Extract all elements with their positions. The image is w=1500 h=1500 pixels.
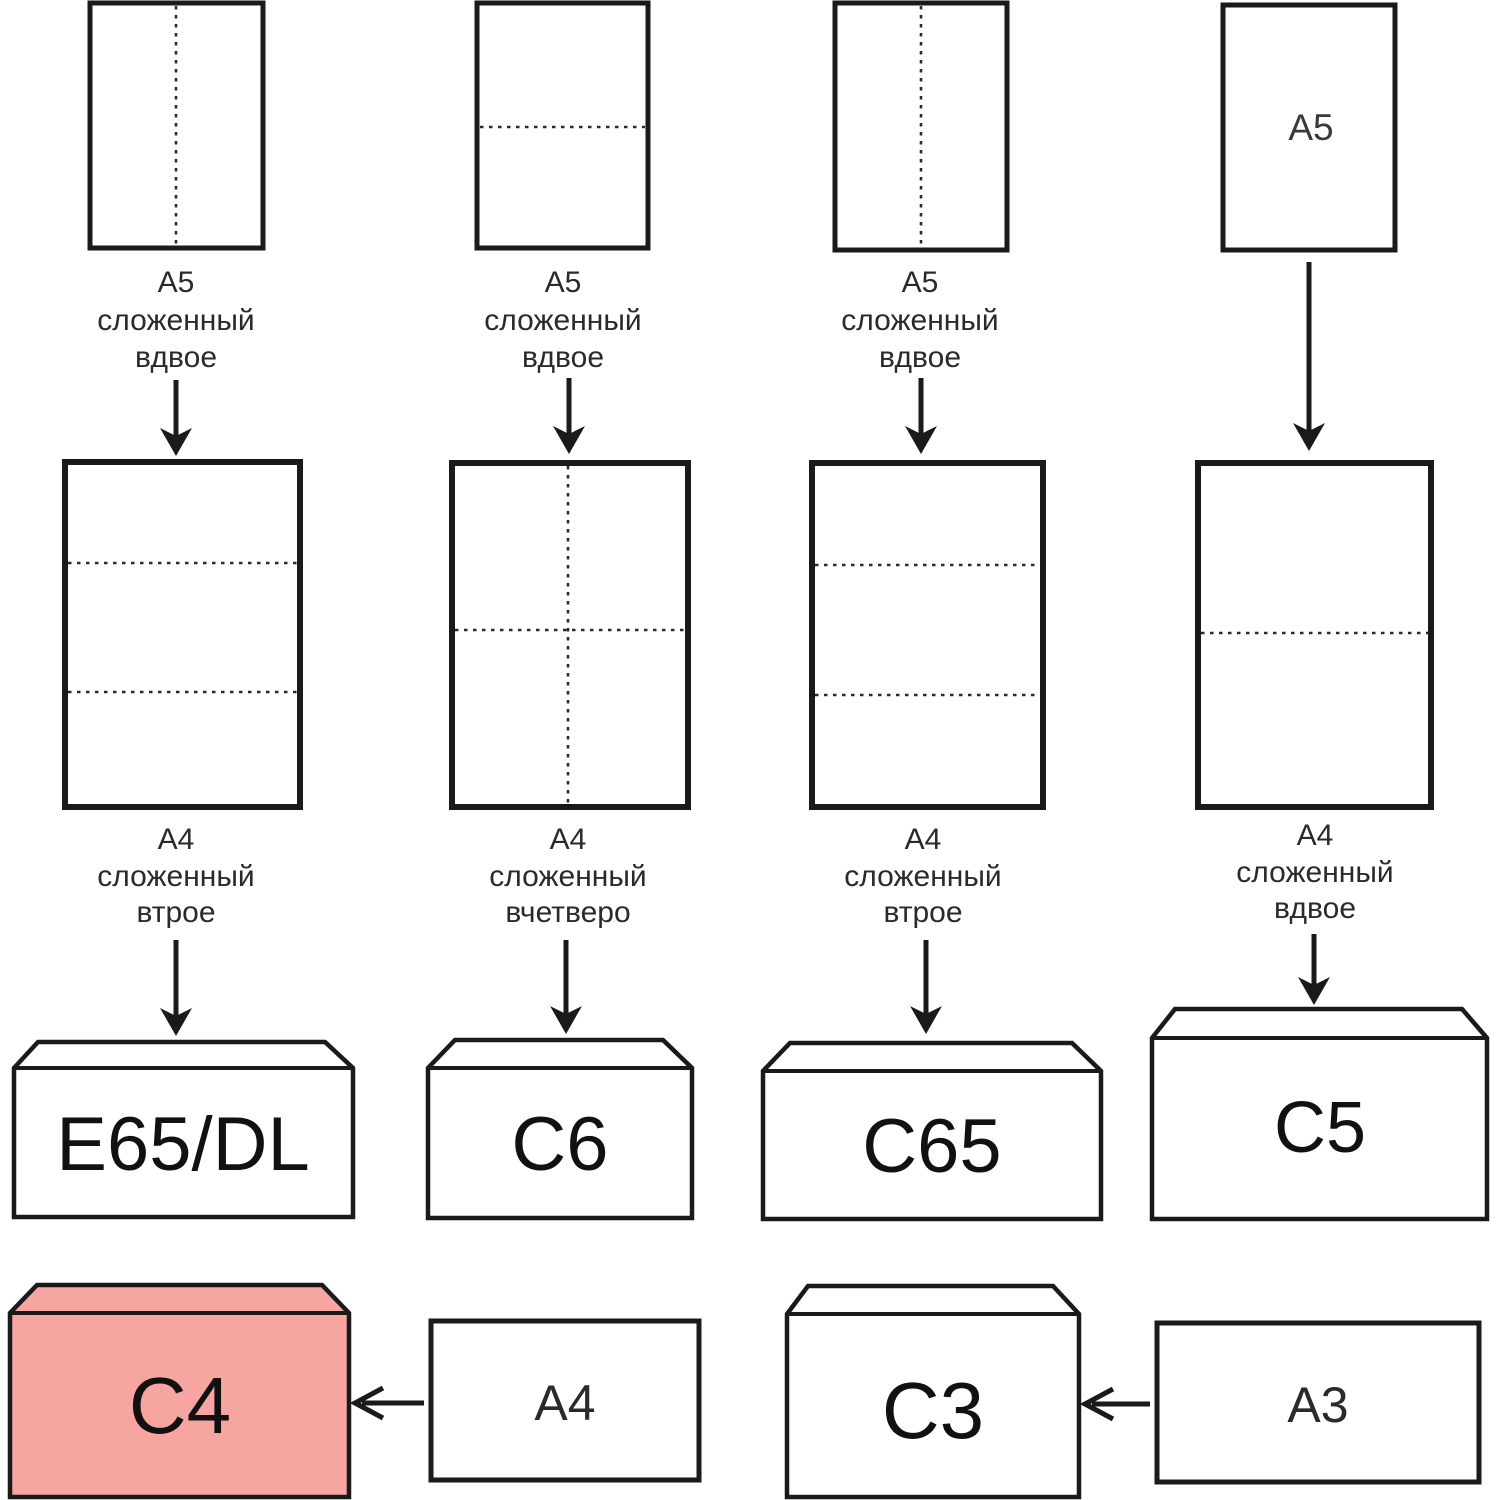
caption-line: сложенный xyxy=(484,304,641,337)
arrow-down-head xyxy=(550,1006,582,1034)
caption-line: А5 xyxy=(902,266,939,299)
caption-line: вдвое xyxy=(1274,892,1356,925)
caption-line: сложенный xyxy=(844,860,1001,893)
sheet-label: A5 xyxy=(1288,107,1333,148)
column-3: А5 сложенный вдвое А4 сложенный втрое C6… xyxy=(760,0,1104,1222)
arrow-down-head xyxy=(1298,977,1330,1005)
caption-line: сложенный xyxy=(1236,856,1393,889)
caption-line: А4 xyxy=(550,823,587,856)
caption-line: А5 xyxy=(545,266,582,299)
caption-line: втрое xyxy=(883,896,962,929)
arrow-down-head xyxy=(553,426,585,454)
caption-line: сложенный xyxy=(489,860,646,893)
envelope-label: C6 xyxy=(511,1102,608,1187)
arrow-left-head xyxy=(349,1385,385,1421)
caption-line: сложенный xyxy=(97,860,254,893)
arrow-down-head xyxy=(1293,423,1325,451)
a5-sheet-plain xyxy=(1220,2,1398,253)
sheet-label: A4 xyxy=(534,1375,595,1431)
envelope-label: C3 xyxy=(882,1366,984,1455)
column-4: A5 А4 сложенный вдвое C5 xyxy=(1149,2,1490,1222)
envelope-label: C65 xyxy=(862,1104,1001,1189)
caption-line: сложенный xyxy=(841,304,998,337)
caption-line: А4 xyxy=(158,823,195,856)
a4-sheet-thirds-fold xyxy=(809,460,1046,810)
a5-sheet-horizontal-fold xyxy=(474,0,651,251)
column-2: А5 сложенный вдвое А4 сложенный вчетверо… xyxy=(425,0,695,1221)
caption-line: вдвое xyxy=(522,341,604,374)
arrow-down-head xyxy=(160,428,192,456)
a4-sheet-quarters-fold xyxy=(449,460,691,810)
caption-line: вдвое xyxy=(879,341,961,374)
column-1: А5 сложенный вдвое А4 сложенный втрое E6… xyxy=(11,0,356,1220)
caption-line: втрое xyxy=(136,896,215,929)
sheet-label: A3 xyxy=(1287,1377,1348,1433)
caption-line: вчетверо xyxy=(505,896,630,929)
envelope-label: C4 xyxy=(129,1361,231,1450)
caption-line: А5 xyxy=(158,266,195,299)
arrow-down-head xyxy=(905,426,937,454)
caption-line: А4 xyxy=(905,823,942,856)
arrow-left-head xyxy=(1079,1386,1115,1422)
caption-line: А4 xyxy=(1297,819,1334,852)
a3-sheet-flat xyxy=(1154,1320,1482,1485)
a4-sheet-flat xyxy=(428,1318,702,1483)
bottom-row: C4 A4 C3 A3 xyxy=(7,1282,1482,1500)
envelope-label: E65/DL xyxy=(56,1102,310,1187)
a4-sheet-thirds-fold xyxy=(62,459,303,810)
a4-sheet-half-fold xyxy=(1195,460,1434,810)
envelope-label: C5 xyxy=(1274,1088,1366,1168)
caption-line: вдвое xyxy=(135,341,217,374)
caption-line: сложенный xyxy=(97,304,254,337)
arrow-down-head xyxy=(160,1008,192,1036)
arrow-down-head xyxy=(910,1006,942,1034)
